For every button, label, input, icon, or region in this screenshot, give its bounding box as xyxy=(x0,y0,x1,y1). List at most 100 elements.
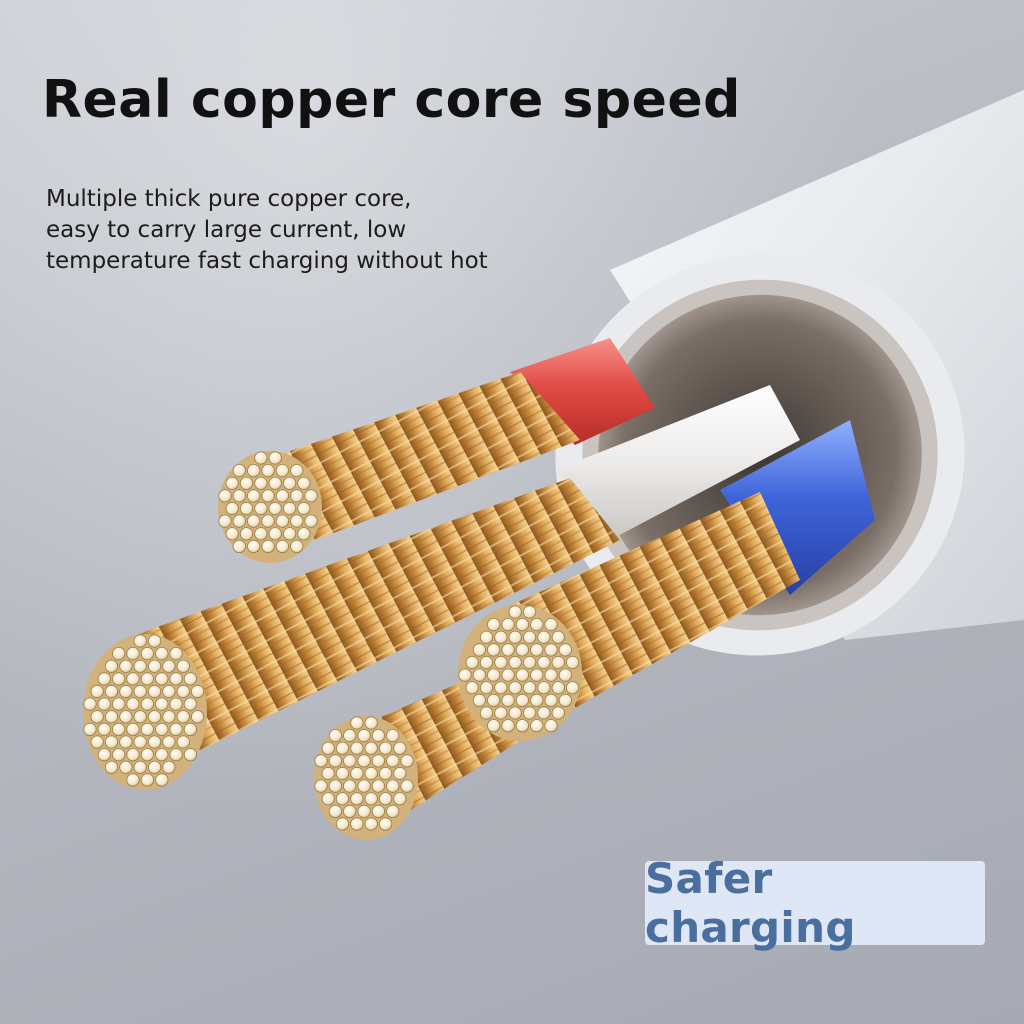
copper-strand xyxy=(350,716,364,730)
copper-strand xyxy=(335,741,350,755)
copper-strand xyxy=(393,766,407,781)
copper-strand-dots xyxy=(83,451,580,831)
copper-strand xyxy=(501,617,515,632)
copper-strand xyxy=(225,527,239,541)
copper-strand xyxy=(501,719,515,733)
copper-strand xyxy=(218,514,232,528)
copper-strand xyxy=(104,710,119,724)
copper-strand xyxy=(254,527,268,541)
copper-strand xyxy=(501,643,515,657)
copper-strand xyxy=(140,773,154,787)
copper-strand xyxy=(119,659,133,673)
copper-strand xyxy=(155,722,169,737)
copper-strand xyxy=(494,655,508,670)
copper-strand xyxy=(97,722,111,737)
copper-strand xyxy=(371,728,385,743)
copper-strand xyxy=(314,779,328,793)
copper-strand xyxy=(232,514,246,528)
copper-strand xyxy=(104,659,119,673)
copper-strand xyxy=(465,655,479,670)
copper-strand xyxy=(232,489,246,503)
copper-strand xyxy=(328,728,342,743)
copper-strand xyxy=(378,817,393,831)
copper-strand xyxy=(508,630,522,644)
copper-strand xyxy=(254,501,268,516)
copper-strand xyxy=(364,817,378,831)
headline: Real copper core speed xyxy=(42,70,741,130)
copper-strand xyxy=(328,754,342,768)
badge-label: Safer charging xyxy=(645,854,856,952)
copper-strand xyxy=(83,722,97,737)
copper-strand xyxy=(558,643,573,657)
copper-strand xyxy=(112,722,126,737)
copper-strand xyxy=(126,773,140,787)
copper-strand xyxy=(386,804,400,819)
copper-strand xyxy=(133,760,147,774)
copper-strand xyxy=(119,710,133,724)
copper-strand xyxy=(544,617,558,632)
copper-strand xyxy=(328,804,342,819)
copper-strand xyxy=(148,634,162,648)
copper-strand xyxy=(183,697,197,711)
copper-strand xyxy=(112,748,126,762)
copper-strand xyxy=(126,748,140,762)
copper-strand xyxy=(225,501,239,516)
copper-strand xyxy=(508,706,522,720)
copper-strand xyxy=(133,659,147,673)
copper-strand xyxy=(472,643,486,657)
copper-strand xyxy=(371,779,385,793)
copper-strand xyxy=(537,630,551,644)
copper-strand xyxy=(254,476,268,490)
copper-strand xyxy=(350,792,364,806)
copper-strand xyxy=(378,741,393,755)
copper-strand xyxy=(364,766,378,781)
copper-strand xyxy=(494,706,508,720)
copper-strand xyxy=(371,804,385,819)
copper-strand xyxy=(275,489,289,503)
copper-strand xyxy=(282,476,297,490)
copper-strand xyxy=(155,646,169,661)
copper-strand xyxy=(176,710,190,724)
description: Multiple thick pure copper core, easy to… xyxy=(46,184,566,277)
copper-strand xyxy=(364,741,378,755)
copper-strand xyxy=(155,672,169,686)
copper-strand xyxy=(133,735,147,749)
copper-strand xyxy=(393,741,407,755)
copper-strand xyxy=(297,476,311,490)
copper-strand xyxy=(530,719,544,733)
copper-strand xyxy=(282,501,297,516)
copper-strand xyxy=(515,643,530,657)
copper-strand xyxy=(544,668,558,682)
copper-strand xyxy=(119,760,133,774)
copper-strand xyxy=(343,728,357,743)
copper-strand xyxy=(90,684,104,699)
copper-strand xyxy=(479,681,494,695)
copper-strand xyxy=(126,722,140,737)
copper-strand xyxy=(112,672,126,686)
copper-strand xyxy=(261,489,275,503)
copper-strand xyxy=(551,681,565,695)
copper-strand xyxy=(343,779,357,793)
copper-strand xyxy=(393,792,407,806)
copper-strand xyxy=(104,684,119,699)
copper-strand xyxy=(218,489,232,503)
copper-strand xyxy=(155,697,169,711)
copper-strand xyxy=(472,668,486,682)
copper-strand xyxy=(357,728,371,743)
copper-strand xyxy=(364,716,378,730)
copper-strand xyxy=(176,735,190,749)
copper-strand xyxy=(247,463,261,478)
copper-strand xyxy=(247,489,261,503)
copper-strand xyxy=(155,748,169,762)
copper-strand xyxy=(268,476,282,490)
description-line: easy to carry large current, low xyxy=(46,217,407,243)
copper-strand xyxy=(176,684,190,699)
copper-strand xyxy=(126,646,140,661)
copper-strand xyxy=(148,710,162,724)
copper-strand xyxy=(479,706,494,720)
copper-strand xyxy=(97,748,111,762)
copper-strand xyxy=(155,773,169,787)
copper-strand xyxy=(386,754,400,768)
copper-strand xyxy=(508,605,522,619)
